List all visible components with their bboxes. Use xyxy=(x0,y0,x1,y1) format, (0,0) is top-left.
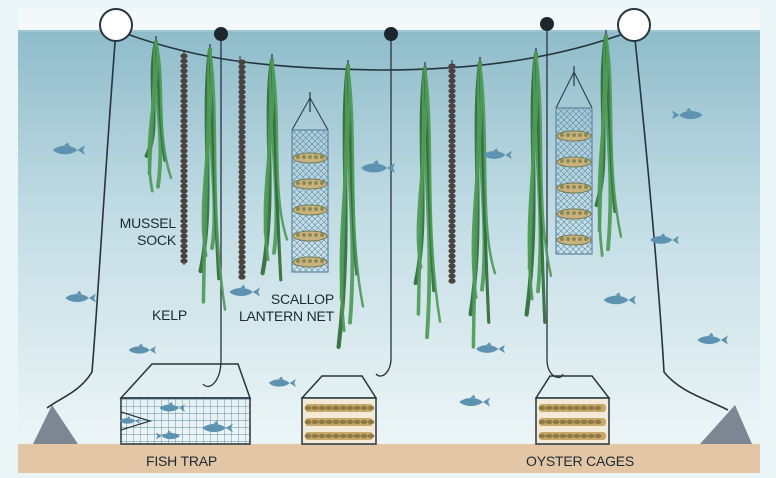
mussel-sock xyxy=(180,50,187,265)
fish-trap-label: FISH TRAP xyxy=(146,453,217,470)
mussel-sock-label: MUSSEL SOCK xyxy=(106,215,176,249)
oyster-cages-label: OYSTER CAGES xyxy=(526,453,634,470)
buoy-right xyxy=(618,9,650,41)
scallop-lantern-net-label: SCALLOP LANTERN NET xyxy=(222,291,334,325)
seabed xyxy=(18,444,760,473)
float-1 xyxy=(214,27,228,41)
kelp-label: KELP xyxy=(152,307,187,324)
scallop-label-line2: LANTERN NET xyxy=(222,308,334,325)
float-3 xyxy=(540,17,554,31)
float-2 xyxy=(384,27,398,41)
mussel-label-line1: MUSSEL xyxy=(106,215,176,232)
scallop-label-line1: SCALLOP xyxy=(222,291,334,308)
buoy-left xyxy=(100,9,132,41)
mussel-label-line2: SOCK xyxy=(106,232,176,249)
